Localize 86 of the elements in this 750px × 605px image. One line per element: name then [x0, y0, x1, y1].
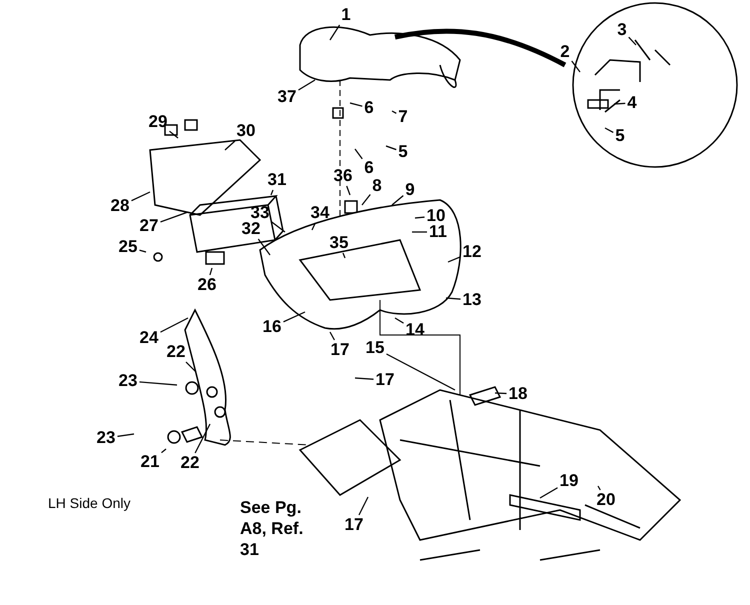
- callout-number: 5: [398, 143, 408, 161]
- leader-line: [392, 195, 404, 206]
- leader-line: [614, 102, 626, 105]
- callout-number: 21: [140, 453, 160, 471]
- leader-line: [194, 424, 211, 454]
- leader-line: [392, 110, 397, 114]
- leader-line: [362, 194, 371, 206]
- leader-line: [386, 353, 456, 391]
- leader-line: [329, 332, 335, 340]
- callout-number: 26: [198, 276, 216, 294]
- callout-number: 15: [366, 339, 384, 357]
- leader-line: [446, 297, 461, 300]
- callout-number: 16: [262, 318, 282, 336]
- leader-line: [571, 60, 580, 72]
- leader-line: [354, 377, 374, 380]
- callout-number: 11: [429, 223, 447, 241]
- callout-number: 13: [462, 291, 482, 309]
- leader-line: [628, 36, 636, 46]
- callout-number: 9: [405, 181, 415, 199]
- callout-number: 10: [426, 207, 446, 225]
- leader-line: [298, 79, 316, 91]
- leader-line: [271, 221, 286, 232]
- callout-number: 29: [148, 113, 168, 131]
- callout-number: 3: [617, 21, 627, 39]
- callout-number: 7: [398, 108, 408, 126]
- leader-line: [448, 256, 461, 263]
- leader-line: [330, 24, 340, 40]
- callout-number: 30: [236, 122, 256, 140]
- callout-number: 34: [310, 204, 330, 222]
- leader-line: [342, 252, 346, 258]
- leader-line: [139, 250, 146, 253]
- leader-line: [169, 130, 178, 138]
- callout-number: 17: [344, 516, 364, 534]
- callout-number: 22: [180, 454, 200, 472]
- callout-number: 17: [330, 341, 350, 359]
- leader-line: [270, 190, 274, 196]
- callout-number: 24: [140, 329, 158, 347]
- callout-number: 19: [560, 472, 578, 490]
- callout-number: 18: [508, 385, 528, 403]
- leader-line: [224, 140, 236, 150]
- callout-number: 5: [615, 127, 625, 145]
- leader-line: [160, 211, 188, 222]
- leader-line: [414, 216, 425, 219]
- callout-number: 23: [118, 372, 138, 390]
- callout-number: 23: [96, 429, 116, 447]
- callout-number: 20: [596, 491, 616, 509]
- leader-line: [139, 381, 178, 386]
- callout-number: 28: [110, 197, 130, 215]
- leader-line: [346, 186, 351, 196]
- leader-line: [186, 362, 196, 372]
- leader-line: [311, 222, 316, 230]
- leader-line: [350, 102, 362, 107]
- leader-line: [117, 433, 134, 437]
- callout-number: 22: [166, 343, 186, 361]
- callout-number: 8: [372, 177, 382, 195]
- reference-note: See Pg. A8, Ref. 31: [240, 497, 304, 560]
- callout-number: 4: [627, 94, 637, 112]
- side-note: LH Side Only: [48, 495, 130, 511]
- leader-line: [160, 317, 188, 333]
- callout-number: 27: [140, 217, 158, 235]
- callout-number: 1: [341, 6, 351, 24]
- leader-line: [494, 392, 507, 394]
- leader-line: [258, 238, 270, 256]
- callout-number: 32: [242, 220, 260, 238]
- callout-number: 6: [364, 99, 374, 117]
- leader-line: [358, 496, 369, 516]
- callout-number: 31: [268, 171, 286, 189]
- leader-line: [412, 231, 427, 233]
- callout-number: 25: [118, 238, 138, 256]
- callout-number: 2: [560, 43, 570, 61]
- leader-line: [540, 487, 558, 499]
- callout-number: 33: [250, 204, 270, 222]
- callout-number: 12: [462, 243, 482, 261]
- leader-line: [283, 311, 306, 322]
- leader-line: [161, 448, 166, 454]
- leader-line: [131, 191, 150, 202]
- leader-line: [604, 127, 614, 133]
- callout-number: 35: [330, 234, 348, 252]
- leader-line: [597, 486, 601, 490]
- leader-line: [394, 317, 404, 324]
- callout-number: 6: [364, 159, 374, 177]
- leader-line: [209, 268, 213, 276]
- leader-line: [386, 145, 396, 150]
- leader-line: [354, 148, 363, 160]
- callout-number: 37: [278, 88, 296, 106]
- callout-number: 17: [376, 371, 394, 389]
